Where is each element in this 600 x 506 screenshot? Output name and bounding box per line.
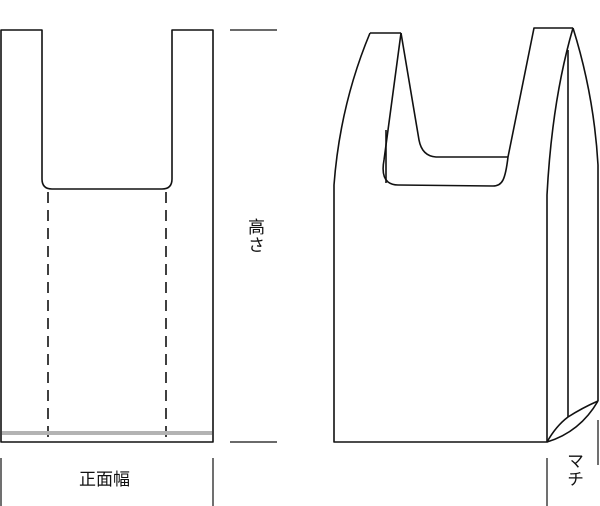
- flat-bag: [0, 29, 214, 443]
- perspective-bag: [333, 27, 599, 443]
- left-handle-back-inner: [400, 32, 508, 158]
- right-handle-outer-edge: [572, 27, 599, 401]
- left-handle-front-inner: [382, 32, 509, 187]
- gusset-bottom-upper: [546, 400, 599, 443]
- gusset-label: マチ: [563, 452, 583, 488]
- height-label: 高さ: [244, 218, 264, 254]
- width-dimension: [0, 458, 214, 506]
- gusset-bottom-lower: [546, 400, 599, 443]
- width-label: 正面幅: [79, 470, 130, 490]
- flat-bag-outline: [0, 29, 214, 443]
- gusset-dimension: [546, 420, 599, 506]
- bag-front-outline: [333, 32, 548, 443]
- right-handle-inner-edge: [546, 27, 574, 196]
- right-handle-left-edge: [507, 27, 573, 158]
- height-dimension: [230, 29, 277, 443]
